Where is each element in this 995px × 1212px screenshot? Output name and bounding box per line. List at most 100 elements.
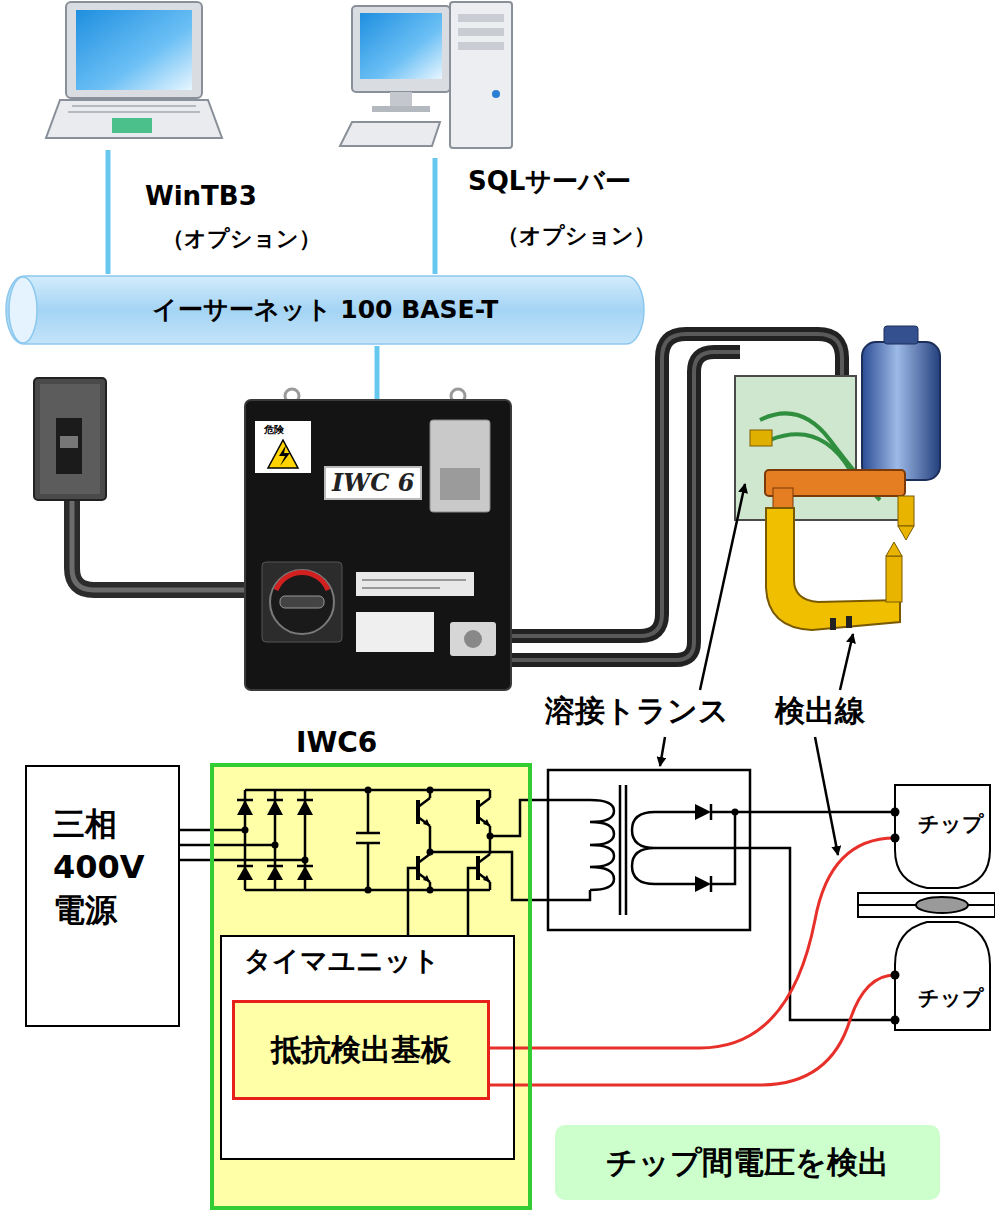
junction-dot: [732, 809, 739, 816]
inverter-circuit: [632, 812, 655, 884]
terminal-dot: [891, 1016, 900, 1025]
node-text: タイマユニット: [244, 945, 440, 976]
desktop-pc-icon: [340, 2, 512, 148]
welding-gun: [830, 618, 836, 630]
desktop-pc-icon: [340, 122, 440, 146]
box-fill: [210, 763, 532, 1210]
controller-photo: [464, 630, 482, 648]
controller-cable: [500, 352, 740, 660]
node-text: 三相 400V 電源: [53, 803, 145, 933]
welding-gun: [846, 616, 852, 628]
terminal-dot: [891, 971, 900, 980]
terminal-dot: [891, 808, 900, 1025]
junction-dot: [365, 887, 372, 894]
transformer-symbol: [548, 770, 750, 930]
welding-gun: [886, 542, 902, 556]
controller-photo: [268, 440, 298, 468]
semiconductor-symbol: [237, 800, 711, 892]
semiconductor-symbol: [267, 866, 283, 880]
callout-label: チップ: [918, 986, 984, 1010]
controller-photo: [279, 445, 290, 466]
node-text: イーサーネット 100 BASE-T: [152, 296, 499, 325]
callout-label: 危険: [262, 424, 286, 436]
laptop-icon: [46, 2, 222, 138]
breaker-box: [34, 378, 106, 500]
desktop-pc-icon: [352, 6, 450, 92]
controller-photo: [280, 596, 324, 608]
inverter-circuit: [212, 785, 895, 1020]
junction-dot: [487, 833, 494, 840]
leader-arrow: [815, 737, 838, 855]
welding-gun: [898, 526, 914, 540]
inverter-circuit: [237, 800, 313, 866]
ethernet-bus: イーサーネット 100 BASE-T: [5, 275, 645, 345]
controller-photo: [362, 580, 466, 588]
semiconductor-symbol: [416, 856, 420, 880]
junction-dot: [302, 857, 309, 864]
band-body: [6, 276, 644, 344]
laptop-icon: [68, 106, 200, 112]
controller-photo: [270, 570, 334, 634]
controller-photo: [245, 389, 511, 690]
detection-wire: [490, 838, 895, 1085]
controller-photo: [245, 400, 511, 690]
semiconductor-symbol: [297, 800, 313, 815]
semiconductor-symbol: [483, 875, 490, 882]
inverter-circuit: [620, 785, 626, 915]
callout-label: （オプション）: [497, 223, 656, 248]
welding-gun: [735, 326, 940, 630]
callout-label: （オプション）: [162, 226, 321, 251]
node-text: 抵抗検出基板: [271, 1033, 451, 1068]
callout-label: IWC 6: [324, 466, 422, 500]
semiconductor-symbol: [416, 800, 420, 824]
box-fill: [210, 763, 532, 1210]
laptop-icon: [46, 100, 222, 138]
callout-label: SQLサーバー: [468, 167, 631, 197]
leader-arrow: [660, 737, 665, 766]
desktop-pc-icon: [372, 106, 430, 112]
inverter-circuit: [212, 830, 305, 860]
note-box: チップ間電圧を検出: [555, 1125, 940, 1200]
network-cable: [106, 150, 111, 274]
semiconductor-symbol: [695, 876, 711, 892]
breaker-box: [56, 418, 82, 474]
controller-photo: [430, 420, 490, 512]
transformer-symbol: [548, 770, 750, 930]
detection-wire: [490, 975, 895, 1085]
desktop-pc-icon: [390, 92, 412, 108]
junction-dot: [427, 787, 434, 794]
junction-dot: [427, 849, 434, 856]
detection-wire: [490, 838, 895, 1048]
controller-photo: [356, 572, 474, 596]
breaker-box: [72, 500, 260, 590]
junction-dot: [365, 787, 372, 794]
inverter-circuit: [245, 790, 490, 890]
power-wire: [180, 830, 210, 860]
network-cable: [433, 158, 438, 274]
node-text: チップ間電圧を検出: [606, 1145, 889, 1181]
node-text: IWC6: [296, 727, 377, 759]
breaker-box: [34, 378, 260, 590]
semiconductor-symbol: [476, 856, 480, 880]
junction-dot: [272, 842, 279, 849]
semiconductor-symbol: [237, 800, 253, 815]
power-supply-box: 三相 400V 電源: [25, 765, 180, 1027]
controller-photo: [262, 562, 342, 642]
semiconductor-symbol: [483, 819, 490, 826]
inverter-circuit: [245, 790, 305, 890]
controller-photo: [276, 572, 328, 590]
welding-gun: [884, 326, 918, 344]
welding-gun: [862, 342, 940, 480]
callout-label: 溶接トランス: [545, 694, 729, 729]
laptop-icon: [66, 2, 202, 98]
inverter-circuit: [590, 800, 614, 890]
inverter-circuit: [655, 848, 895, 1020]
semiconductor-symbol: [695, 804, 711, 820]
inverter-circuit: [356, 790, 380, 890]
controller-box: IWC6タイマユニット抵抗検出基板: [210, 763, 532, 1210]
desktop-pc-icon: [450, 2, 512, 148]
electrode-tip: [858, 785, 995, 1030]
welding-gun: [750, 430, 772, 446]
desktop-pc-icon: [360, 13, 442, 79]
